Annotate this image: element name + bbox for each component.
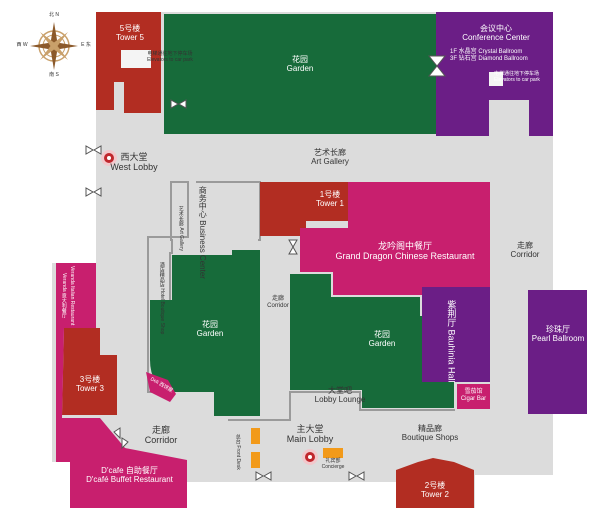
compass-east: E 东 bbox=[81, 42, 91, 48]
veranda-label-en: Veranda Italian Restaurant bbox=[68, 266, 75, 326]
pearl-block bbox=[528, 290, 587, 414]
cigar-block bbox=[457, 384, 490, 409]
tower3-block bbox=[62, 328, 117, 415]
front-desk-label: 总台 Front Desk bbox=[234, 434, 241, 470]
garden-top bbox=[164, 14, 414, 134]
west-lobby-marker[interactable] bbox=[101, 150, 117, 166]
dcafe-block bbox=[56, 328, 187, 508]
front-desk-2 bbox=[251, 452, 260, 468]
inner-wall-3 bbox=[228, 391, 455, 421]
compass-north: 北 N bbox=[48, 12, 59, 18]
garden-left-block bbox=[150, 250, 260, 416]
deli-block bbox=[146, 372, 176, 402]
art-gallery-small-label: 艺术长廊 Art Gallery bbox=[177, 206, 184, 252]
grand-dragon-block bbox=[300, 182, 490, 295]
compass-icon bbox=[30, 22, 78, 70]
main-lobby-marker[interactable] bbox=[302, 449, 318, 465]
bauhinia-label[interactable]: 紫荆厅 Bauhinia Hall bbox=[446, 300, 457, 383]
bauhinia-block bbox=[422, 287, 490, 382]
door-icon[interactable] bbox=[85, 55, 447, 481]
compass-west: 西 W bbox=[16, 42, 28, 48]
business-center-label[interactable]: 商务中心 Business Center bbox=[198, 186, 208, 279]
veranda-label[interactable]: Veranda 意大利餐厅 bbox=[60, 273, 67, 319]
compass-south: 南 S bbox=[49, 72, 59, 78]
concierge-desk bbox=[323, 448, 343, 458]
boutique-shop-small-label: 酒店精品店 Hotel Boutique Shop bbox=[158, 262, 165, 335]
garden-right-block bbox=[290, 274, 454, 408]
tower1-block bbox=[260, 182, 348, 236]
front-desk-1 bbox=[251, 428, 260, 444]
veranda-block bbox=[56, 263, 96, 328]
tower2-block bbox=[396, 458, 474, 508]
